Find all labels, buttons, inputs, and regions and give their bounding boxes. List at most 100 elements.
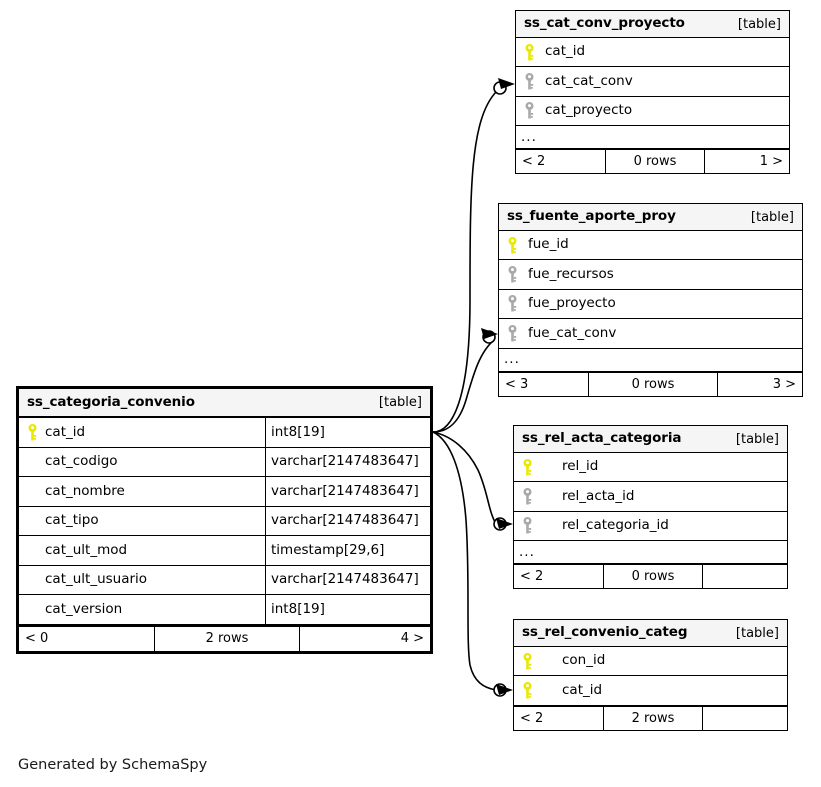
table-row[interactable]: cat_version int8[19] bbox=[19, 595, 430, 625]
column-name-cell: rel_acta_id bbox=[540, 490, 787, 504]
column-name-cell: cat_ult_mod bbox=[19, 536, 266, 565]
foreign-key-icon bbox=[516, 102, 542, 119]
column-name-cell: cat_id bbox=[540, 684, 787, 698]
column-name: rel_categoria_id bbox=[562, 519, 669, 533]
table-row[interactable]: cat_id bbox=[514, 676, 787, 706]
footer-children-count[interactable]: 1 > bbox=[759, 154, 783, 170]
table-kind-label: [table] bbox=[735, 625, 779, 641]
table-name: ss_rel_acta_categoria bbox=[522, 430, 682, 447]
primary-key-icon bbox=[516, 43, 542, 61]
column-name: fue_id bbox=[528, 238, 569, 252]
table-row[interactable]: cat_tipo varchar[2147483647] bbox=[19, 506, 430, 536]
more-columns-indicator: ... bbox=[516, 126, 789, 150]
edge-endpoint-circle bbox=[493, 683, 507, 697]
footer-row-count: 0 rows bbox=[604, 565, 703, 589]
column-type: varchar[2147483647] bbox=[271, 512, 419, 528]
arrowhead bbox=[481, 328, 498, 339]
edge-endpoint-circle bbox=[482, 330, 496, 344]
foreign-key-icon bbox=[514, 488, 540, 505]
column-name: cat_version bbox=[45, 600, 123, 617]
edge-to-fuente-aporte-proy bbox=[432, 339, 495, 433]
edge-to-rel-acta-categoria bbox=[432, 431, 497, 525]
table-ss-rel-convenio-categ[interactable]: ss_rel_convenio_categ [table] con_id bbox=[513, 619, 788, 731]
footer-parents-count[interactable]: < 2 bbox=[514, 706, 604, 730]
column-name-cell: rel_id bbox=[540, 460, 787, 474]
table-row[interactable]: fue_proyecto bbox=[499, 290, 802, 320]
column-name: cat_id bbox=[545, 45, 586, 59]
table-row[interactable]: rel_id bbox=[514, 453, 787, 483]
table-row[interactable]: cat_cat_conv bbox=[516, 67, 789, 97]
table-row[interactable]: rel_acta_id bbox=[514, 482, 787, 512]
footer-parents-count[interactable]: < 2 bbox=[516, 150, 606, 174]
foreign-key-icon bbox=[499, 295, 525, 312]
column-name-cell: rel_categoria_id bbox=[540, 519, 787, 533]
footer-row-count: 2 rows bbox=[604, 706, 703, 730]
footer-parents-count[interactable]: < 0 bbox=[19, 626, 155, 651]
primary-key-icon bbox=[19, 423, 45, 441]
column-name-cell: con_id bbox=[540, 654, 787, 668]
footer-children-count[interactable]: 3 > bbox=[772, 376, 796, 392]
table-row[interactable]: cat_nombre varchar[2147483647] bbox=[19, 477, 430, 507]
column-name: rel_acta_id bbox=[562, 489, 635, 504]
table-row[interactable]: cat_proyecto bbox=[516, 97, 789, 127]
column-name: cat_id bbox=[562, 683, 603, 698]
column-name-cell: cat_cat_conv bbox=[542, 75, 789, 89]
column-name: cat_cat_conv bbox=[545, 74, 633, 89]
table-row[interactable]: cat_id int8[19] bbox=[19, 418, 430, 448]
table-row[interactable]: fue_recursos bbox=[499, 260, 802, 290]
footer-row-count: 2 rows bbox=[155, 626, 300, 651]
table-kind-label: [table] bbox=[378, 395, 422, 410]
table-row[interactable]: con_id bbox=[514, 647, 787, 677]
column-name-cell: cat_tipo bbox=[19, 506, 266, 535]
table-footer: < 2 0 rows 1 > bbox=[516, 149, 789, 174]
column-name-cell: cat_id bbox=[542, 45, 789, 59]
table-row[interactable]: cat_ult_mod timestamp[29,6] bbox=[19, 536, 430, 566]
table-ss-rel-acta-categoria[interactable]: ss_rel_acta_categoria [table] rel_id bbox=[513, 425, 788, 590]
footer-parents-count[interactable]: < 3 bbox=[499, 372, 589, 396]
column-name-cell: fue_recursos bbox=[525, 268, 802, 282]
more-columns-indicator: ... bbox=[499, 349, 802, 372]
table-name: ss_rel_convenio_categ bbox=[522, 624, 688, 641]
table-row[interactable]: rel_categoria_id bbox=[514, 512, 787, 542]
column-name-cell: cat_nombre bbox=[19, 477, 266, 506]
foreign-key-icon bbox=[499, 266, 525, 283]
column-name: fue_proyecto bbox=[528, 297, 616, 311]
table-kind-label: [table] bbox=[750, 209, 794, 225]
column-type: varchar[2147483647] bbox=[271, 482, 419, 499]
table-header: ss_fuente_aporte_proy [table] bbox=[499, 204, 802, 231]
table-header: ss_cat_conv_proyecto [table] bbox=[516, 11, 789, 38]
column-name: cat_id bbox=[45, 423, 86, 440]
edge-to-rel-convenio-categ bbox=[432, 431, 497, 691]
table-row[interactable]: cat_codigo varchar[2147483647] bbox=[19, 447, 430, 477]
column-type: int8[19] bbox=[271, 600, 325, 617]
table-footer: < 3 0 rows 3 > bbox=[499, 371, 802, 396]
footer-children-count[interactable] bbox=[703, 565, 787, 588]
column-name: fue_cat_conv bbox=[528, 326, 617, 341]
table-ss-cat-conv-proyecto[interactable]: ss_cat_conv_proyecto [table] cat_id bbox=[515, 10, 790, 175]
footer-children-count[interactable]: 4 > bbox=[400, 631, 424, 646]
table-row[interactable]: cat_id bbox=[516, 38, 789, 68]
table-row[interactable]: fue_cat_conv bbox=[499, 319, 802, 349]
footer-children-count[interactable] bbox=[703, 707, 787, 730]
generator-credit: Generated by SchemaSpy bbox=[18, 757, 208, 773]
table-row[interactable]: fue_id bbox=[499, 231, 802, 261]
table-row[interactable]: cat_ult_usuario varchar[2147483647] bbox=[19, 565, 430, 595]
column-name-cell: cat_codigo bbox=[19, 447, 266, 476]
column-name: cat_codigo bbox=[45, 453, 118, 469]
footer-parents-count[interactable]: < 2 bbox=[514, 565, 604, 589]
arrowhead bbox=[496, 518, 513, 529]
column-type: timestamp[29,6] bbox=[271, 541, 385, 558]
footer-row-count: 0 rows bbox=[589, 372, 718, 396]
column-name-cell: cat_id bbox=[19, 418, 266, 447]
primary-key-icon bbox=[499, 236, 525, 254]
column-name: cat_proyecto bbox=[545, 104, 633, 118]
table-ss-categoria-convenio[interactable]: ss_categoria_convenio [table] cat_id int… bbox=[16, 386, 433, 654]
column-name-cell: cat_ult_usuario bbox=[19, 565, 266, 594]
table-name: ss_categoria_convenio bbox=[27, 393, 195, 410]
column-name-cell: cat_version bbox=[19, 595, 266, 624]
table-footer: < 2 0 rows bbox=[514, 564, 787, 589]
footer-row-count: 0 rows bbox=[606, 150, 705, 174]
table-header: ss_rel_convenio_categ [table] bbox=[514, 620, 787, 647]
column-name: cat_nombre bbox=[45, 482, 125, 499]
table-ss-fuente-aporte-proy[interactable]: ss_fuente_aporte_proy [table] fue_id bbox=[498, 203, 803, 397]
